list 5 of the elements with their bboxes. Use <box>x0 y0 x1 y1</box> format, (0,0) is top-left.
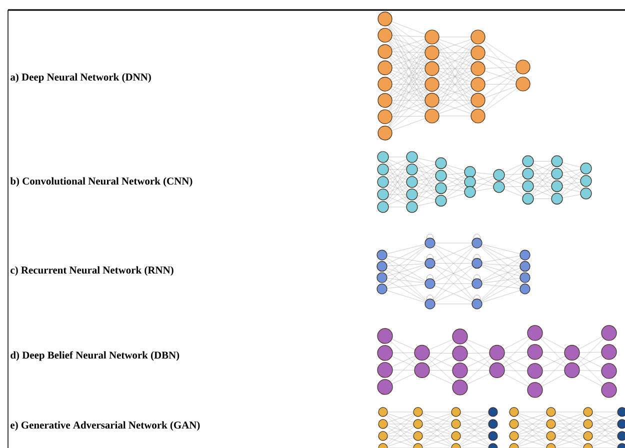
network-label: a) Deep Neural Network (DNN) <box>10 73 151 83</box>
network-label: c) Recurrent Neural Network (RNN) <box>10 266 174 276</box>
network-label: e) Generative Adversarial Network (GAN) <box>10 421 200 431</box>
network-label: b) Convolutional Neural Network (CNN) <box>10 177 192 187</box>
network-label: d) Deep Belief Neural Network (DBN) <box>10 351 180 361</box>
